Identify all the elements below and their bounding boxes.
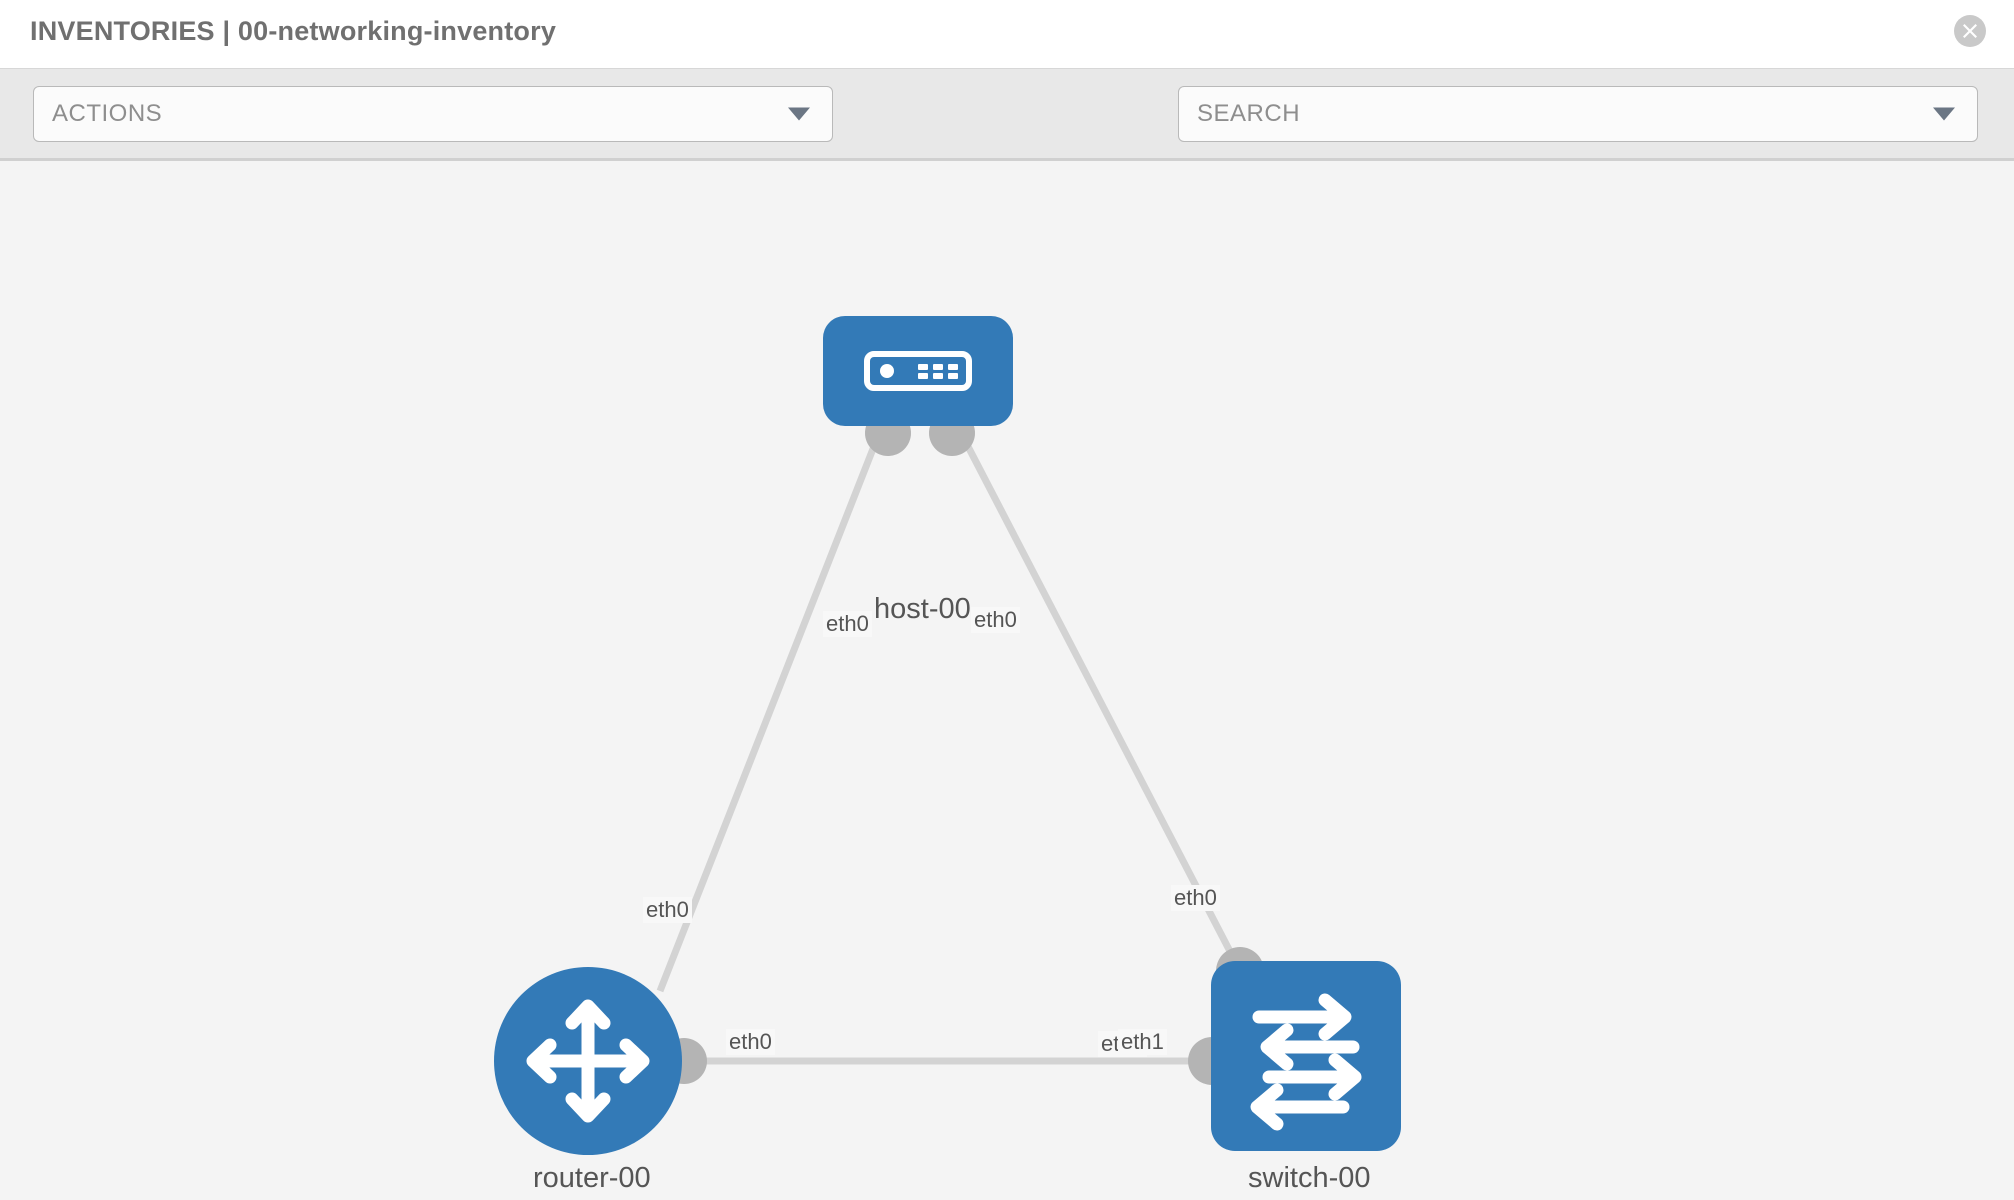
interface-label-host-left: eth0 xyxy=(823,611,872,637)
interface-label-switch-uplink: eth0 xyxy=(1171,885,1220,911)
actions-dropdown[interactable]: ACTIONS xyxy=(33,86,833,142)
node-label-switch-00: switch-00 xyxy=(1245,1162,1374,1195)
node-host-00[interactable] xyxy=(823,316,1013,426)
page-header: INVENTORIES | 00-networking-inventory xyxy=(0,0,2014,69)
interface-label-router-right: eth0 xyxy=(726,1029,775,1055)
search-input[interactable]: SEARCH xyxy=(1178,86,1978,142)
toolbar: ACTIONS SEARCH xyxy=(0,69,2014,192)
interface-label-router-uplink: eth0 xyxy=(643,897,692,923)
topology-canvas[interactable]: host-00 router-00 switch-00 eth0 eth0 et… xyxy=(0,161,2014,1200)
edge-host-router xyxy=(656,429,884,993)
node-label-router-00: router-00 xyxy=(530,1162,654,1195)
chevron-down-icon xyxy=(788,107,810,121)
chevron-down-icon xyxy=(1933,107,1955,121)
actions-dropdown-label: ACTIONS xyxy=(52,100,163,127)
interface-label-host-right: eth0 xyxy=(971,607,1020,633)
node-label-host-00: host-00 xyxy=(871,593,974,626)
edge-host-switch xyxy=(956,429,1239,963)
node-switch-00[interactable] xyxy=(1211,961,1401,1151)
node-router-00[interactable] xyxy=(494,967,682,1155)
switch-arrows-icon xyxy=(1250,993,1362,1131)
four-arrows-icon xyxy=(526,999,650,1123)
interface-label-switch-left: eth1 xyxy=(1118,1029,1167,1055)
close-icon[interactable] xyxy=(1954,15,1986,47)
search-placeholder: SEARCH xyxy=(1197,100,1301,127)
page-title: INVENTORIES | 00-networking-inventory xyxy=(30,16,557,46)
server-appliance-icon xyxy=(864,351,972,391)
